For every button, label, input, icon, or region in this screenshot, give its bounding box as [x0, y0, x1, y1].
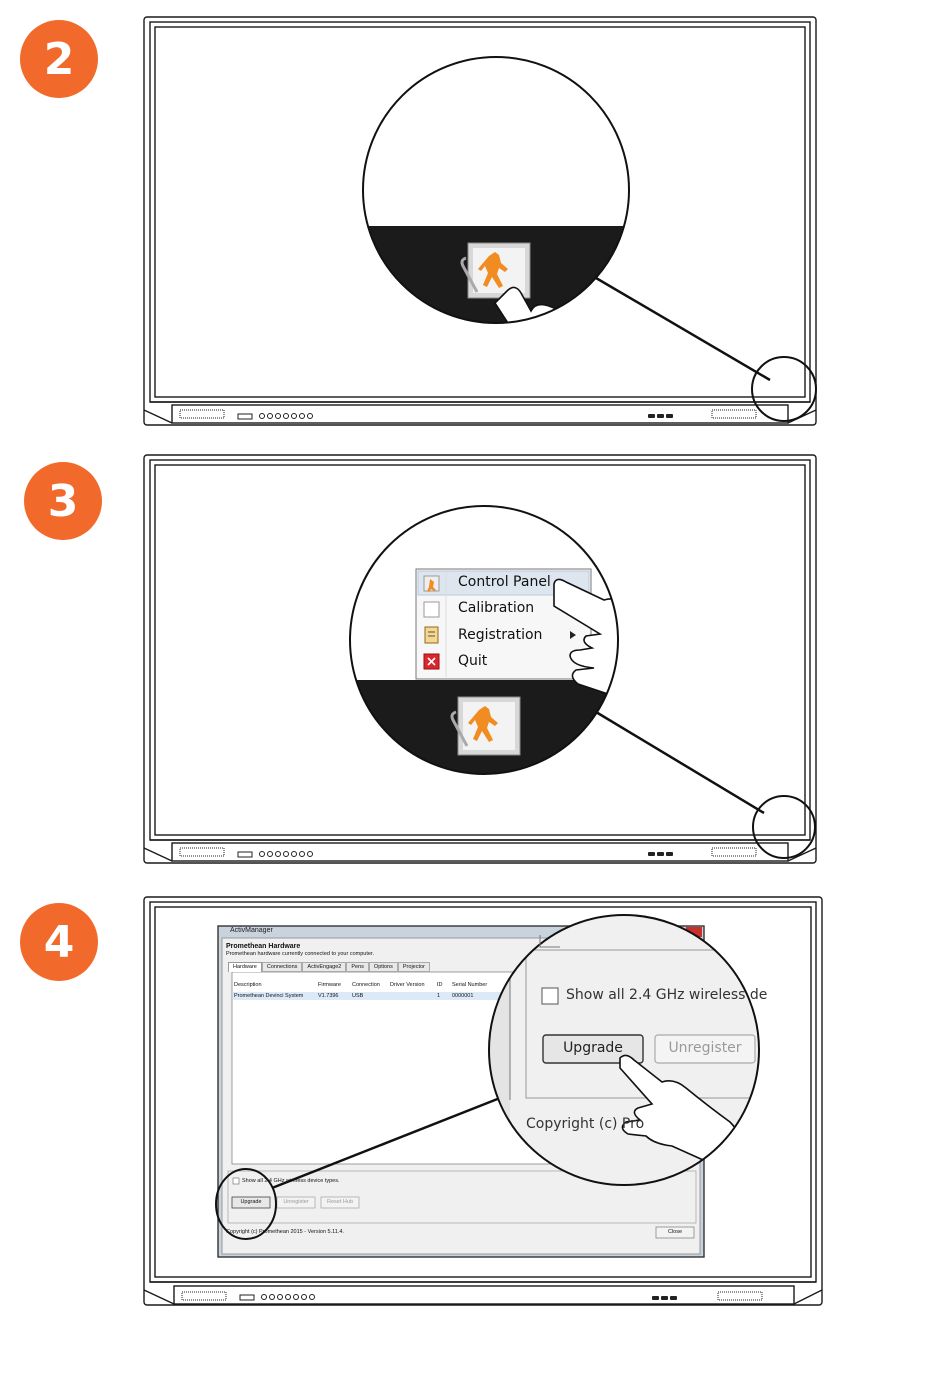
tab-hardware[interactable]: Hardware [228, 962, 262, 972]
menu-item-registration[interactable]: Registration [458, 627, 543, 643]
zoom-unregister-button [654, 1034, 756, 1064]
board-step-3 [143, 454, 817, 864]
board-step-4 [143, 896, 823, 1306]
cell-connection: USB [352, 993, 364, 999]
menu-item-quit[interactable]: Quit [458, 653, 488, 669]
activmanager-tray-icon-2 [460, 242, 531, 299]
close-button-label[interactable]: Close [667, 1229, 683, 1235]
tab-options[interactable]: Options [368, 962, 398, 972]
cell-firmware: V1.7396 [318, 993, 339, 999]
menu-item-calibration[interactable]: Calibration [458, 600, 535, 616]
col-description: Description [234, 982, 262, 988]
window-title: ActivManager [230, 927, 273, 934]
col-id: ID [437, 982, 443, 988]
zoom-copyright-label: Copyright (c) Pro [526, 1116, 645, 1132]
tab-projector[interactable]: Projector [397, 962, 430, 972]
upgrade-button-label[interactable]: Upgrade [240, 1199, 262, 1205]
col-driver-version: Driver Version [390, 982, 425, 988]
zoom-upgrade-button [542, 1034, 644, 1064]
activmanager-icon [423, 575, 440, 592]
small-close-button [655, 1226, 695, 1239]
upgrade-highlight-circle [215, 1168, 277, 1240]
wireless-checkbox-label[interactable]: Show all 2.4 GHz wireless device types. [242, 1178, 340, 1184]
corner-highlight-circle-3 [752, 795, 816, 859]
zoom-unregister-label[interactable]: Unregister [668, 1040, 742, 1056]
window-subheading: Promethean hardware currently connected … [226, 951, 374, 957]
window-copyright: Copyright (c) Promethean 2015 - Version … [226, 1229, 344, 1235]
tab-connections[interactable]: Connections [261, 962, 303, 972]
window-heading: Promethean Hardware [226, 943, 301, 950]
quit-icon [423, 653, 440, 670]
zoom-circle-3 [349, 505, 619, 775]
menu-item-control-panel[interactable]: Control Panel [458, 574, 551, 590]
col-firmware: Firmware [318, 982, 341, 988]
calibration-icon [423, 601, 440, 618]
col-serial-number: Serial Number [452, 982, 488, 988]
cell-description: Promethean Devinci System [234, 993, 304, 999]
cell-serial-number: 0000001 [452, 993, 474, 999]
col-connection: Connection [352, 982, 380, 988]
zoom-circle-4 [488, 914, 760, 1186]
step-badge-2: 2 [20, 20, 98, 98]
cell-id: 1 [437, 993, 441, 999]
pointing-hand-3 [553, 578, 618, 702]
pointing-hand-2 [493, 286, 613, 323]
small-upgrade-button [231, 1196, 271, 1209]
corner-highlight-circle-2 [751, 356, 817, 422]
tab-activengage2[interactable]: ActivEngage2 [302, 962, 347, 972]
registration-submenu-arrow [570, 631, 576, 639]
unregister-button-label[interactable]: Unregister [283, 1199, 309, 1205]
zoom-circle-2 [362, 56, 630, 324]
board-step-2 [143, 16, 817, 426]
reset-hub-button-label[interactable]: Reset Hub [327, 1199, 353, 1205]
step-badge-4: 4 [20, 903, 98, 981]
zoom-checkbox-label[interactable]: Show all 2.4 GHz wireless de [566, 987, 768, 1003]
zoom-upgrade-label[interactable]: Upgrade [563, 1040, 623, 1056]
registration-icon [424, 626, 439, 644]
board-2-front-controls [179, 409, 757, 420]
activmanager-tray-icon-3 [450, 696, 521, 756]
window-tabs: Hardware Connections ActivEngage2 Pens O… [228, 962, 430, 972]
step-badge-3: 3 [24, 462, 102, 540]
tab-pens[interactable]: Pens [346, 962, 369, 972]
